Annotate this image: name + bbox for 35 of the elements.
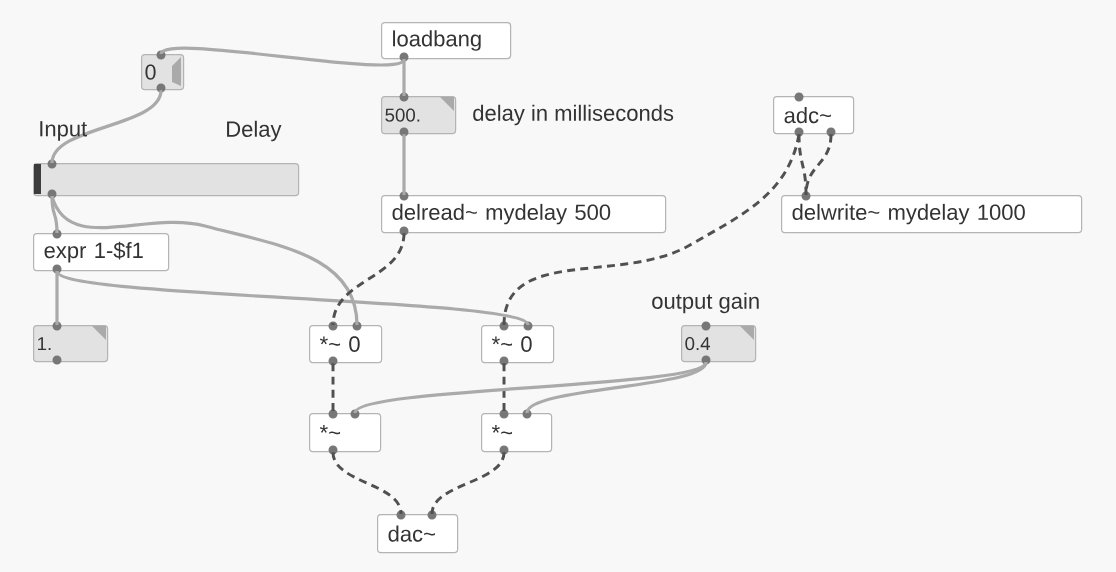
patch-cord [502,363,506,413]
number-box: 1. [33,321,109,365]
patch-cord [804,134,833,196]
patch-cord [331,451,403,515]
patch-cord [50,195,359,326]
object-box: loadbang [381,22,512,62]
comment-text: Input [40,121,88,141]
patch-cord [56,269,529,327]
patch-cord [331,363,335,413]
patch-cord [525,361,708,414]
comment-text: Delay [227,120,282,142]
slider [33,159,300,199]
patch-cord [331,233,406,326]
object-box: delwrite~ mydelay 1000 [781,191,1083,234]
object-box: delread~ mydelay 500 [381,191,667,236]
comment-text: delay in milliseconds [473,104,674,126]
object-box: *~ [309,409,382,455]
patch-cord [402,59,406,96]
patch-cord [797,134,808,196]
object-box: *~ [481,409,553,455]
object-box: *~ 0 [481,321,555,366]
object-box: expr 1-$f1 [33,229,170,274]
patch-cord [50,196,59,234]
patch-cord [402,134,406,195]
patch-cord [430,451,506,515]
number-box: 0 [141,50,185,93]
patch-cord [50,89,163,164]
patch-cord [55,271,59,325]
patch-cord [502,133,801,326]
comment-text: output gain [652,292,759,314]
object-box: adc~ [773,92,855,137]
object-box: *~ 0 [309,321,383,366]
object-box: dac~ [377,510,459,554]
number-box: 0.4 [681,321,757,365]
number-box: 500. [381,92,457,137]
